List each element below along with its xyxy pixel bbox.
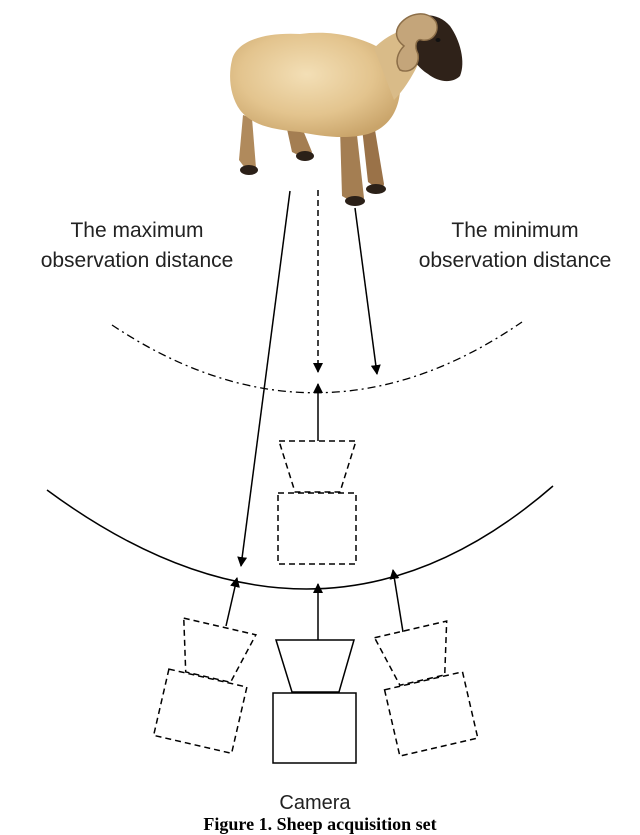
sheep-leg bbox=[340, 126, 364, 204]
min-distance-label-line2: observation distance bbox=[418, 249, 612, 272]
sheep-hoof bbox=[366, 184, 386, 194]
sheep-image bbox=[230, 13, 463, 206]
camera-body bbox=[383, 670, 479, 757]
sheep-body bbox=[230, 32, 401, 138]
camera-lens bbox=[277, 440, 358, 493]
max-distance-label: The maximum observation distance bbox=[12, 216, 262, 276]
max-distance-arc bbox=[111, 321, 523, 394]
min-distance-label: The minimum observation distance bbox=[395, 216, 635, 276]
camera-lens bbox=[182, 617, 257, 684]
sheep-eye bbox=[435, 38, 441, 42]
max-distance-label-line1: The maximum bbox=[70, 219, 204, 242]
camera-body bbox=[152, 668, 248, 755]
max-distance-label-line2: observation distance bbox=[40, 249, 234, 272]
camera-main bbox=[272, 583, 357, 764]
camera-lens bbox=[373, 620, 448, 687]
figure-caption: Figure 1. Sheep acquisition set bbox=[203, 814, 437, 834]
sheep-horn bbox=[395, 13, 438, 72]
camera-body bbox=[272, 692, 357, 764]
sheep-leg bbox=[362, 124, 384, 192]
min-distance-label-line1: The minimum bbox=[451, 219, 579, 242]
camera-body bbox=[277, 492, 357, 565]
camera-label: Camera bbox=[279, 792, 351, 814]
sheep-hoof bbox=[240, 165, 258, 175]
sheep-hoof bbox=[345, 196, 365, 206]
camera-left bbox=[152, 617, 257, 755]
min-distance-arc bbox=[46, 485, 554, 590]
camera-max-distance bbox=[277, 383, 358, 565]
sheep-leg bbox=[239, 115, 256, 172]
camera-left-arrow bbox=[225, 577, 240, 627]
arrow-to-max-distance-right bbox=[354, 207, 381, 375]
camera-right bbox=[373, 620, 479, 757]
sheep-hoof bbox=[296, 151, 314, 161]
camera-lens bbox=[274, 639, 355, 693]
camera-right-arrow bbox=[389, 569, 404, 633]
arrow-to-min-distance bbox=[237, 190, 291, 567]
